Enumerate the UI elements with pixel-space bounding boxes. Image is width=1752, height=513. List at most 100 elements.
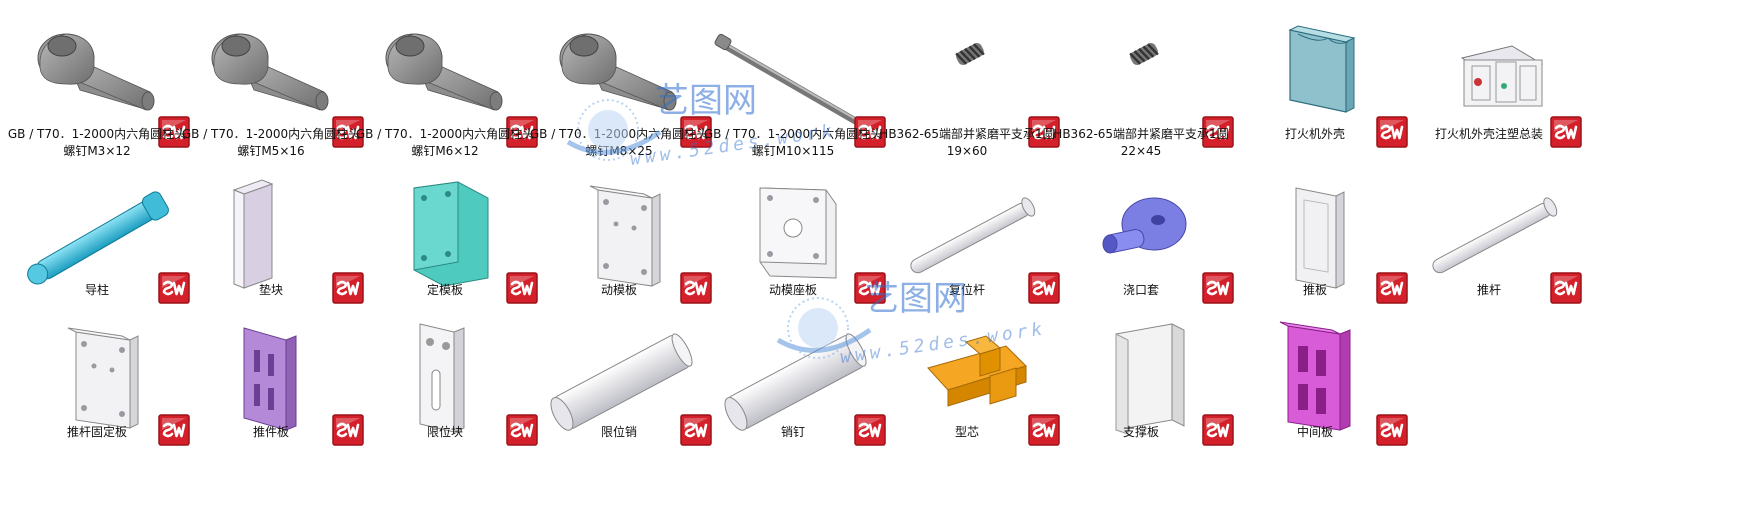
part-thumbnail [174, 310, 368, 440]
file-name-line: 螺钉M3×12 [63, 144, 131, 158]
solidworks-file-icon [1376, 116, 1408, 148]
core-part-icon [927, 335, 1027, 407]
file-name-label: 打火机外壳 [1218, 126, 1412, 143]
file-name-label: 中间板 [1218, 424, 1412, 441]
file-name-label: 推板 [1218, 282, 1412, 299]
file-name-line: 螺钉M6×12 [411, 144, 479, 158]
file-name-label: 型芯 [870, 424, 1064, 441]
file-name-line: 浇口套 [1122, 283, 1159, 297]
file-tile[interactable]: 支撑板 [1044, 310, 1238, 470]
file-name-line: GB / T70．1-2000内六角圆柱头 [181, 127, 361, 141]
solidworks-file-icon [854, 116, 886, 148]
solidworks-badge [1550, 272, 1582, 304]
file-name-label: GB / T70．1-2000内六角圆柱头螺钉M6×12 [348, 126, 542, 160]
file-name-line: GB / T70．1-2000内六角圆柱头 [355, 127, 535, 141]
file-name-line: 螺钉M10×115 [751, 144, 835, 158]
file-tile[interactable]: 定模板 [348, 168, 542, 328]
part-thumbnail [1044, 310, 1238, 440]
solidworks-badge [158, 414, 190, 446]
file-name-line: 22×45 [1120, 144, 1162, 158]
sprue-part-icon [1102, 197, 1187, 254]
part-thumbnail [0, 310, 194, 440]
file-name-line: 中间板 [1296, 425, 1333, 439]
solidworks-badge [332, 414, 364, 446]
file-name-label: 推杆 [1392, 282, 1586, 299]
file-name-line: GB / T70．1-2000内六角圆柱头 [7, 127, 187, 141]
file-tile[interactable]: 推件板 [174, 310, 368, 470]
file-tile[interactable]: 型芯 [870, 310, 1064, 470]
solidworks-badge [158, 116, 190, 148]
screw-part-icon [211, 33, 329, 111]
thin-plate-part-icon [1295, 187, 1345, 289]
file-tile[interactable]: 浇口套 [1044, 168, 1238, 328]
solidworks-badge [854, 414, 886, 446]
file-tile[interactable]: GB / T70．1-2000内六角圆柱头螺钉M6×12 [348, 12, 542, 172]
file-name-line: 限位块 [426, 425, 463, 439]
file-name-line: 导柱 [84, 283, 109, 297]
part-thumbnail [870, 310, 1064, 440]
solidworks-file-icon [680, 116, 712, 148]
solidworks-badge [158, 272, 190, 304]
solidworks-badge [1376, 116, 1408, 148]
file-name-line: GB / T70．1-2000内六角圆柱头 [529, 127, 709, 141]
long-screw-part-icon [714, 33, 875, 134]
part-thumbnail [348, 310, 542, 440]
file-tile[interactable]: 销钉 [696, 310, 890, 470]
file-tile[interactable]: GB / T70．1-2000内六角圆柱头螺钉M10×115 [696, 12, 890, 172]
file-tile[interactable]: 动模板 [522, 168, 716, 328]
file-tile[interactable]: GB / T70．1-2000内六角圆柱头螺钉M5×16 [174, 12, 368, 172]
file-name-label: 导柱 [0, 282, 194, 299]
file-name-line: 动模座板 [768, 283, 817, 297]
file-tile[interactable]: 打火机外壳注塑总装 [1392, 12, 1586, 172]
file-name-label: 垫块 [174, 282, 368, 299]
solidworks-badge [1376, 272, 1408, 304]
solidworks-file-icon [158, 414, 190, 446]
part-thumbnail [522, 168, 716, 298]
file-name-line: 推件板 [252, 425, 289, 439]
solidworks-file-icon [1028, 116, 1060, 148]
file-name-line: 定模板 [426, 283, 463, 297]
part-thumbnail [870, 12, 1064, 142]
file-name-line: 推杆固定板 [66, 425, 127, 439]
file-tile[interactable]: 推杆固定板 [0, 310, 194, 470]
file-name-label: 动模板 [522, 282, 716, 299]
plate-holes-part-icon [589, 185, 661, 287]
solidworks-badge [1202, 272, 1234, 304]
solidworks-badge [1028, 116, 1060, 148]
part-thumbnail [1218, 12, 1412, 142]
file-tile[interactable]: 导柱 [0, 168, 194, 328]
file-tile[interactable]: 打火机外壳 [1218, 12, 1412, 172]
file-tile[interactable]: GB / T70．1-2000内六角圆柱头螺钉M3×12 [0, 12, 194, 172]
part-thumbnail [0, 168, 194, 298]
file-tile[interactable]: 推板 [1218, 168, 1412, 328]
file-tile[interactable]: 推杆 [1392, 168, 1586, 328]
file-tile[interactable]: 垫块 [174, 168, 368, 328]
file-name-line: 螺钉M5×16 [237, 144, 305, 158]
file-name-line: 支撑板 [1122, 425, 1159, 439]
file-tile[interactable]: 中间板 [1218, 310, 1412, 470]
solidworks-badge [1028, 414, 1060, 446]
pin-part-icon [1432, 197, 1558, 274]
file-name-line: 打火机外壳 [1284, 127, 1345, 141]
shell-part-icon [1288, 25, 1356, 113]
file-name-label: 推杆固定板 [0, 424, 194, 441]
solidworks-badge [1202, 116, 1234, 148]
file-name-line: 打火机外壳注塑总装 [1434, 127, 1543, 141]
file-tile[interactable]: 限位销 [522, 310, 716, 470]
file-name-label: GB / T70．1-2000内六角圆柱头螺钉M5×16 [174, 126, 368, 160]
part-thumbnail [1392, 12, 1586, 142]
plate-holes-part-icon [67, 327, 139, 429]
file-tile[interactable]: 动模座板 [696, 168, 890, 328]
file-name-label: 支撑板 [1044, 424, 1238, 441]
solidworks-badge [1550, 116, 1582, 148]
file-tile[interactable]: 复位杆 [870, 168, 1064, 328]
solidworks-file-icon [1028, 414, 1060, 446]
solidworks-badge [506, 272, 538, 304]
file-tile[interactable]: GB / T70．1-2000内六角圆柱头螺钉M8×25 [522, 12, 716, 172]
file-name-label: 推件板 [174, 424, 368, 441]
solidworks-file-icon [332, 116, 364, 148]
file-tile[interactable]: 限位块 [348, 310, 542, 470]
